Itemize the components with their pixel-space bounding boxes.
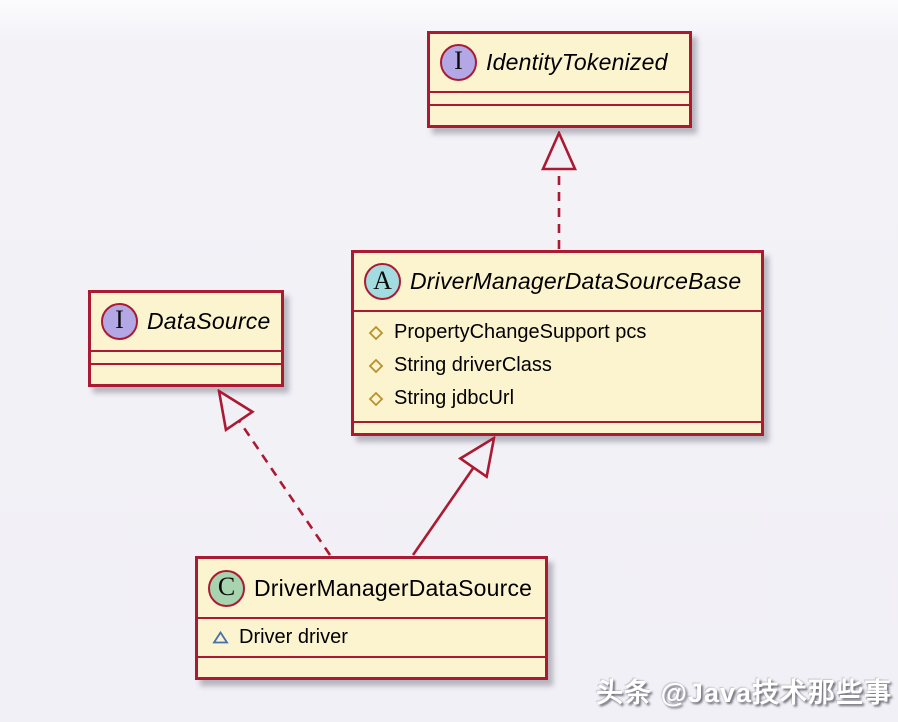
fields-compartment: PropertyChangeSupport pcs String driverC… [354,312,761,421]
interface-badge-icon: I [101,302,138,340]
watermark-text: 头条 @Java技术那些事 [596,678,892,708]
compartment-divider [91,349,281,352]
compartment-divider [354,310,761,312]
class-box-data-source: I DataSource [88,290,284,387]
compartment-divider [198,656,545,658]
field-row: PropertyChangeSupport pcs [368,318,751,347]
empty-fields-compartment [430,93,689,104]
empty-methods-compartment [430,106,689,126]
class-name: DriverManagerDataSource [254,574,533,601]
empty-methods-compartment [354,423,761,433]
compartment-divider [430,103,689,106]
field-row: String driverClass [368,351,751,380]
package-private-field-icon [212,630,229,644]
empty-methods-compartment [91,365,281,385]
protected-field-icon [368,325,384,340]
compartment-divider [354,421,761,423]
field-text: Driver driver [239,626,348,648]
class-header: C DriverManagerDataSource [198,559,545,617]
class-box-identity-tokenized: I IdentityTokenized [427,31,692,128]
compartment-divider [198,617,545,619]
field-row: String jdbcUrl [368,384,751,413]
field-row: Driver driver [212,623,535,652]
class-badge-icon: C [208,569,245,607]
class-box-driver-manager-data-source: C DriverManagerDataSource Driver driver [195,556,548,680]
protected-field-icon [368,358,384,373]
empty-fields-compartment [91,352,281,363]
class-header: I IdentityTokenized [430,34,689,91]
field-text: String driverClass [394,354,552,376]
compartment-divider [430,90,689,93]
class-header: I DataSource [91,293,281,350]
compartment-divider [91,362,281,365]
empty-methods-compartment [198,658,545,677]
class-name: DataSource [147,307,271,334]
generalization-arrow-dmds-to-base [411,438,494,556]
class-name: IdentityTokenized [486,48,668,75]
interface-badge-icon: I [440,43,477,81]
class-name: DriverManagerDataSourceBase [410,268,742,294]
abstract-badge-icon: A [364,263,401,300]
fields-compartment: Driver driver [198,619,545,656]
protected-field-icon [368,391,384,406]
class-box-driver-manager-data-source-base: A DriverManagerDataSourceBase PropertyCh… [351,250,764,436]
class-header: A DriverManagerDataSourceBase [354,253,761,310]
realization-arrow-dmds-to-datasource [219,391,332,556]
field-text: PropertyChangeSupport pcs [394,321,647,343]
field-text: String jdbcUrl [394,387,515,409]
